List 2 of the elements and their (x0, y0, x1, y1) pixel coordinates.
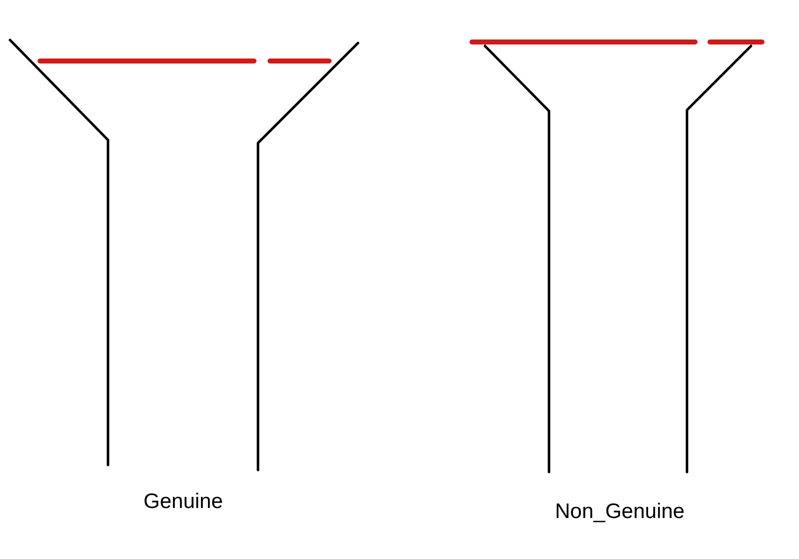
shape-caption: Non_Genuine (555, 500, 685, 524)
shape-caption: Genuine (144, 490, 223, 514)
